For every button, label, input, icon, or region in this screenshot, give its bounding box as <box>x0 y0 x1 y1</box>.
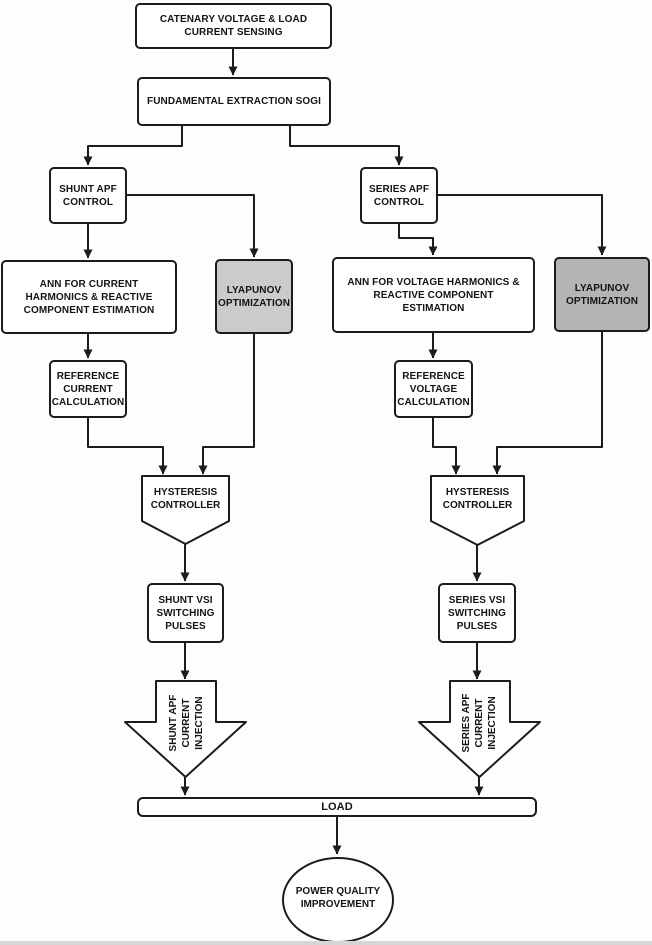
node-series-vsi-switching-pulses: SERIES VSI SWITCHING PULSES <box>438 583 516 643</box>
node-power-quality-improvement-label: POWER QUALITY IMPROVEMENT <box>295 886 381 910</box>
hysteresis-shunt-shape <box>141 475 230 545</box>
connector-shunt-control-lyapunov <box>127 194 259 258</box>
connector-series-control-lyapunov <box>438 194 607 256</box>
node-lyapunov-optimization-series: LYAPUNOV OPTIMIZATION <box>554 257 650 332</box>
series-injection-arrow-shape <box>418 680 541 778</box>
node-hysteresis-controller-shunt-label: HYSTERESIS CONTROLLER <box>150 487 221 511</box>
node-reference-current-calculation: REFERENCE CURRENT CALCULATION <box>49 360 127 418</box>
node-ann-voltage-estimation: ANN FOR VOLTAGE HARMONICS & REACTIVE COM… <box>332 257 535 333</box>
node-reference-voltage-calculation: REFERENCE VOLTAGE CALCULATION <box>394 360 473 418</box>
connector-lyapunov-series-hysteresis <box>492 332 603 475</box>
shunt-injection-arrow-shape <box>124 680 247 778</box>
node-series-apf-current-injection-label: SERIES APF CURRENT INJECTION <box>460 693 498 753</box>
node-ann-current-estimation: ANN FOR CURRENT HARMONICS & REACTIVE COM… <box>1 260 177 334</box>
node-lyapunov-optimization-shunt: LYAPUNOV OPTIMIZATION <box>215 259 293 334</box>
node-shunt-vsi-switching-pulses: SHUNT VSI SWITCHING PULSES <box>147 583 224 643</box>
node-sensing: CATENARY VOLTAGE & LOAD CURRENT SENSING <box>135 3 332 49</box>
hysteresis-series-shape <box>430 475 525 546</box>
node-hysteresis-controller-series-label: HYSTERESIS CONTROLLER <box>442 487 513 511</box>
connector-ref-voltage-hysteresis <box>432 418 461 475</box>
bottom-edge-strip <box>0 941 652 945</box>
node-shunt-apf-control: SHUNT APF CONTROL <box>49 167 127 224</box>
connector-series-control-ann-voltage <box>398 224 438 256</box>
connector-sogi-shunt-control <box>83 126 183 166</box>
node-load: LOAD <box>137 797 537 817</box>
node-shunt-apf-current-injection-label: SHUNT APF CURRENT INJECTION <box>167 694 205 752</box>
node-sogi: FUNDAMENTAL EXTRACTION SOGI <box>137 77 331 126</box>
connector-sogi-series-control <box>289 126 404 166</box>
connector-lyapunov-shunt-hysteresis <box>198 334 255 475</box>
node-series-apf-control: SERIES APF CONTROL <box>360 167 438 224</box>
connector-ref-current-hysteresis <box>87 418 168 475</box>
